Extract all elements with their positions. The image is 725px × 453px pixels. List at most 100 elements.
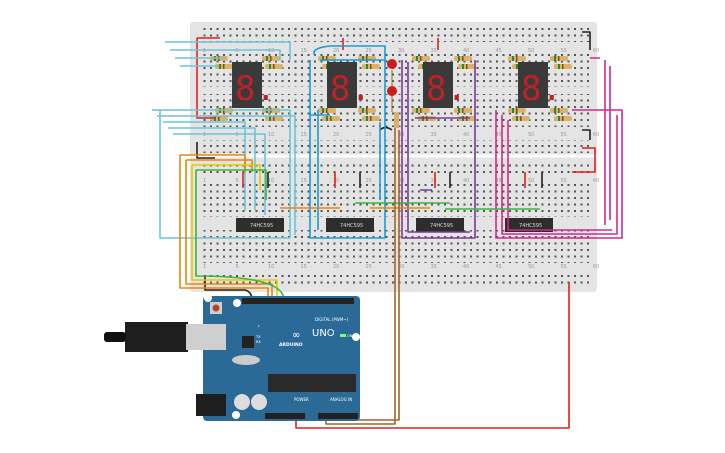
column-number: 50	[528, 178, 534, 184]
column-number: 15	[301, 48, 307, 54]
column-number: 30	[398, 132, 404, 138]
column-number: 25	[366, 48, 372, 54]
display-digit: 8.	[235, 69, 276, 109]
column-number: 1	[203, 132, 206, 138]
column-number: 30	[398, 178, 404, 184]
display-digit: 8.	[521, 69, 562, 109]
column-number: 50	[528, 264, 534, 270]
wires[interactable]	[152, 31, 623, 429]
column-number: 40	[463, 264, 469, 270]
column-number: 55	[561, 178, 567, 184]
analog-header[interactable]	[318, 413, 358, 419]
breadboard[interactable]: 1111555510101010151515152020202025252525…	[190, 22, 599, 292]
chip-label: 74HC595	[430, 223, 453, 229]
seven-segment-display[interactable]: 8.	[232, 62, 276, 109]
column-number: 45	[496, 48, 502, 54]
column-number: 20	[333, 264, 339, 270]
resistor-led[interactable]	[394, 112, 399, 128]
column-number: 35	[431, 48, 437, 54]
seven-segment-display[interactable]: 8.	[423, 62, 467, 109]
column-number: 15	[301, 132, 307, 138]
column-number: 10	[268, 132, 274, 138]
column-number: 25	[366, 132, 372, 138]
column-number: 40	[463, 178, 469, 184]
wire-light-blue	[152, 41, 296, 239]
column-number: 1	[203, 48, 206, 54]
arduino-brand: ARDUINO	[279, 342, 303, 348]
column-number: 15	[301, 264, 307, 270]
usb-cable[interactable]	[125, 322, 188, 352]
seven-segment-display[interactable]: 8.	[518, 62, 562, 109]
wire-yellow	[191, 164, 278, 300]
wire-black	[196, 31, 591, 188]
atmega-chip	[268, 374, 356, 392]
column-number: 1	[203, 264, 206, 270]
column-number: 45	[496, 132, 502, 138]
column-number: 30	[398, 48, 404, 54]
column-number: 60	[593, 178, 599, 184]
l-label: L	[258, 324, 260, 328]
wire-magenta	[495, 57, 623, 239]
column-number: 60	[593, 132, 599, 138]
digital-label: DIGITAL (PWM~)	[315, 317, 349, 322]
column-number: 60	[593, 264, 599, 270]
column-number: 15	[301, 178, 307, 184]
shift-register-chip[interactable]: 74HC595	[326, 218, 374, 232]
column-number: 40	[463, 132, 469, 138]
column-number: 50	[528, 132, 534, 138]
shift-register-chip[interactable]: 74HC595	[416, 218, 464, 232]
column-number: 10	[268, 48, 274, 54]
column-number: 5	[236, 178, 239, 184]
column-number: 40	[463, 48, 469, 54]
column-number: 50	[528, 48, 534, 54]
column-number: 55	[561, 264, 567, 270]
column-number: 60	[593, 48, 599, 54]
digital-header[interactable]	[242, 298, 354, 304]
column-number: 35	[431, 132, 437, 138]
column-number: 45	[496, 264, 502, 270]
column-number: 30	[398, 264, 404, 270]
arduino-model: UNO	[312, 328, 335, 339]
wire-purple	[401, 60, 476, 239]
column-number: 25	[366, 264, 372, 270]
wire-blue	[309, 45, 386, 239]
column-number: 45	[496, 178, 502, 184]
arduino-uno[interactable]: ∞ ARDUINO UNO DIGITAL (PWM~) POWER ANALO…	[104, 294, 360, 421]
wire-red	[196, 37, 220, 119]
arduino-logo-icon: ∞	[292, 330, 300, 341]
crystal	[232, 355, 260, 365]
column-number: 5	[236, 132, 239, 138]
column-number: 55	[561, 48, 567, 54]
tx-label: TX	[255, 335, 261, 339]
column-number: 20	[333, 132, 339, 138]
column-number: 35	[431, 264, 437, 270]
chip-label: 74HC595	[250, 223, 273, 229]
column-number: 55	[561, 132, 567, 138]
display-digit: 8.	[330, 69, 371, 109]
wire-green	[195, 169, 540, 301]
chip-label: 74HC595	[340, 223, 363, 229]
power-jack	[196, 394, 226, 416]
wire-orange	[179, 154, 269, 300]
display-digit: 8.	[426, 69, 467, 109]
led-red-1[interactable]	[387, 59, 397, 88]
rx-label: RX	[256, 340, 261, 344]
on-label: ON	[347, 334, 353, 338]
column-number: 10	[268, 264, 274, 270]
column-number: 1	[203, 178, 206, 184]
usb-port	[186, 324, 226, 350]
column-number: 20	[333, 48, 339, 54]
analog-label: ANALOG IN	[330, 397, 352, 402]
seven-segment-display[interactable]: 8.	[327, 62, 371, 109]
led-red-2[interactable]	[387, 86, 397, 112]
column-number: 25	[366, 178, 372, 184]
power-header[interactable]	[265, 413, 305, 419]
shift-register-chip[interactable]: 74HC595	[236, 218, 284, 232]
wire-orange	[185, 159, 273, 300]
column-number: 5	[236, 264, 239, 270]
wire-red	[242, 38, 596, 188]
power-label: POWER	[294, 397, 309, 402]
shift-register-chip[interactable]: 74HC595	[505, 218, 553, 232]
column-number: 35	[431, 178, 437, 184]
